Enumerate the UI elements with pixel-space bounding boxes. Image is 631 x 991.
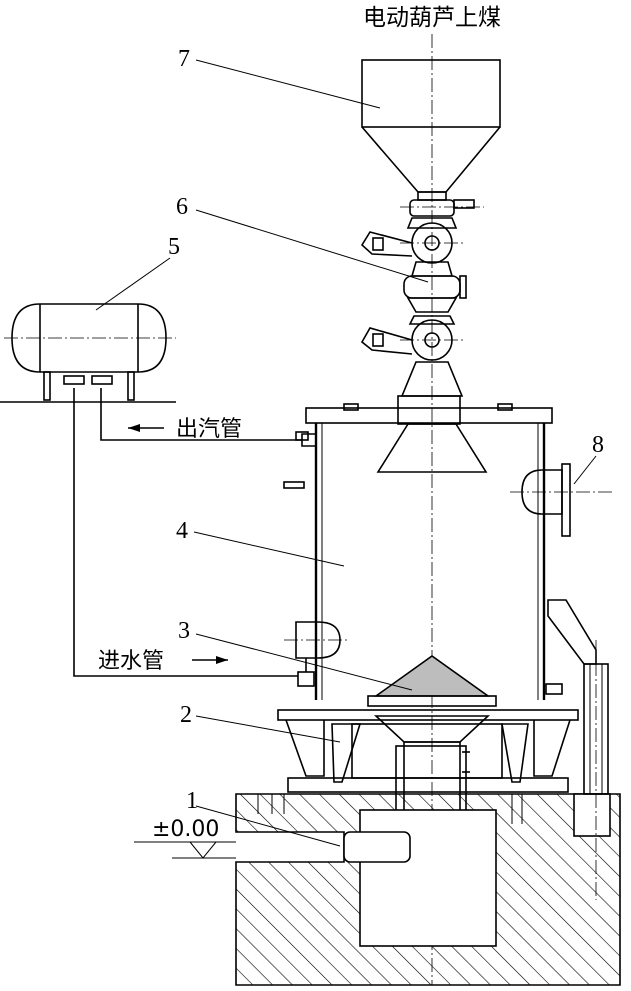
side-port [510, 463, 612, 537]
ash-pan [277, 709, 579, 793]
inlet-pipe-label: 进水管 [98, 649, 164, 674]
elevation-marker [134, 841, 236, 859]
callout-5: 5 [168, 234, 180, 260]
drive-column [547, 599, 609, 900]
callout-7: 7 [178, 46, 190, 72]
water-inlet-pipe [73, 388, 315, 687]
callout-6: 6 [176, 194, 188, 220]
feed-funnel [376, 361, 488, 473]
callout-3: 3 [178, 618, 190, 644]
grate-cone [367, 655, 497, 707]
steam-outlet-pipe [100, 388, 316, 447]
lower-lock-valve [360, 315, 466, 361]
foundation [235, 793, 621, 986]
coal-hopper [361, 59, 501, 201]
callout-2: 2 [180, 702, 192, 728]
callout-4: 4 [176, 518, 188, 544]
leader-lines [95, 59, 597, 847]
gasifier-body [283, 403, 563, 700]
callout-1: 1 [186, 788, 198, 814]
upper-lock-valve [360, 217, 466, 264]
feed-valve-top [400, 199, 484, 217]
elevation-label: ±0.00 [152, 817, 219, 842]
middle-chamber [403, 261, 467, 313]
outlet-pipe-label: 出汽管 [176, 417, 242, 442]
steam-drum [0, 303, 176, 403]
callout-8: 8 [592, 432, 604, 458]
left-inspection-port [284, 621, 350, 659]
title-text: 电动葫芦上煤 [363, 5, 501, 31]
